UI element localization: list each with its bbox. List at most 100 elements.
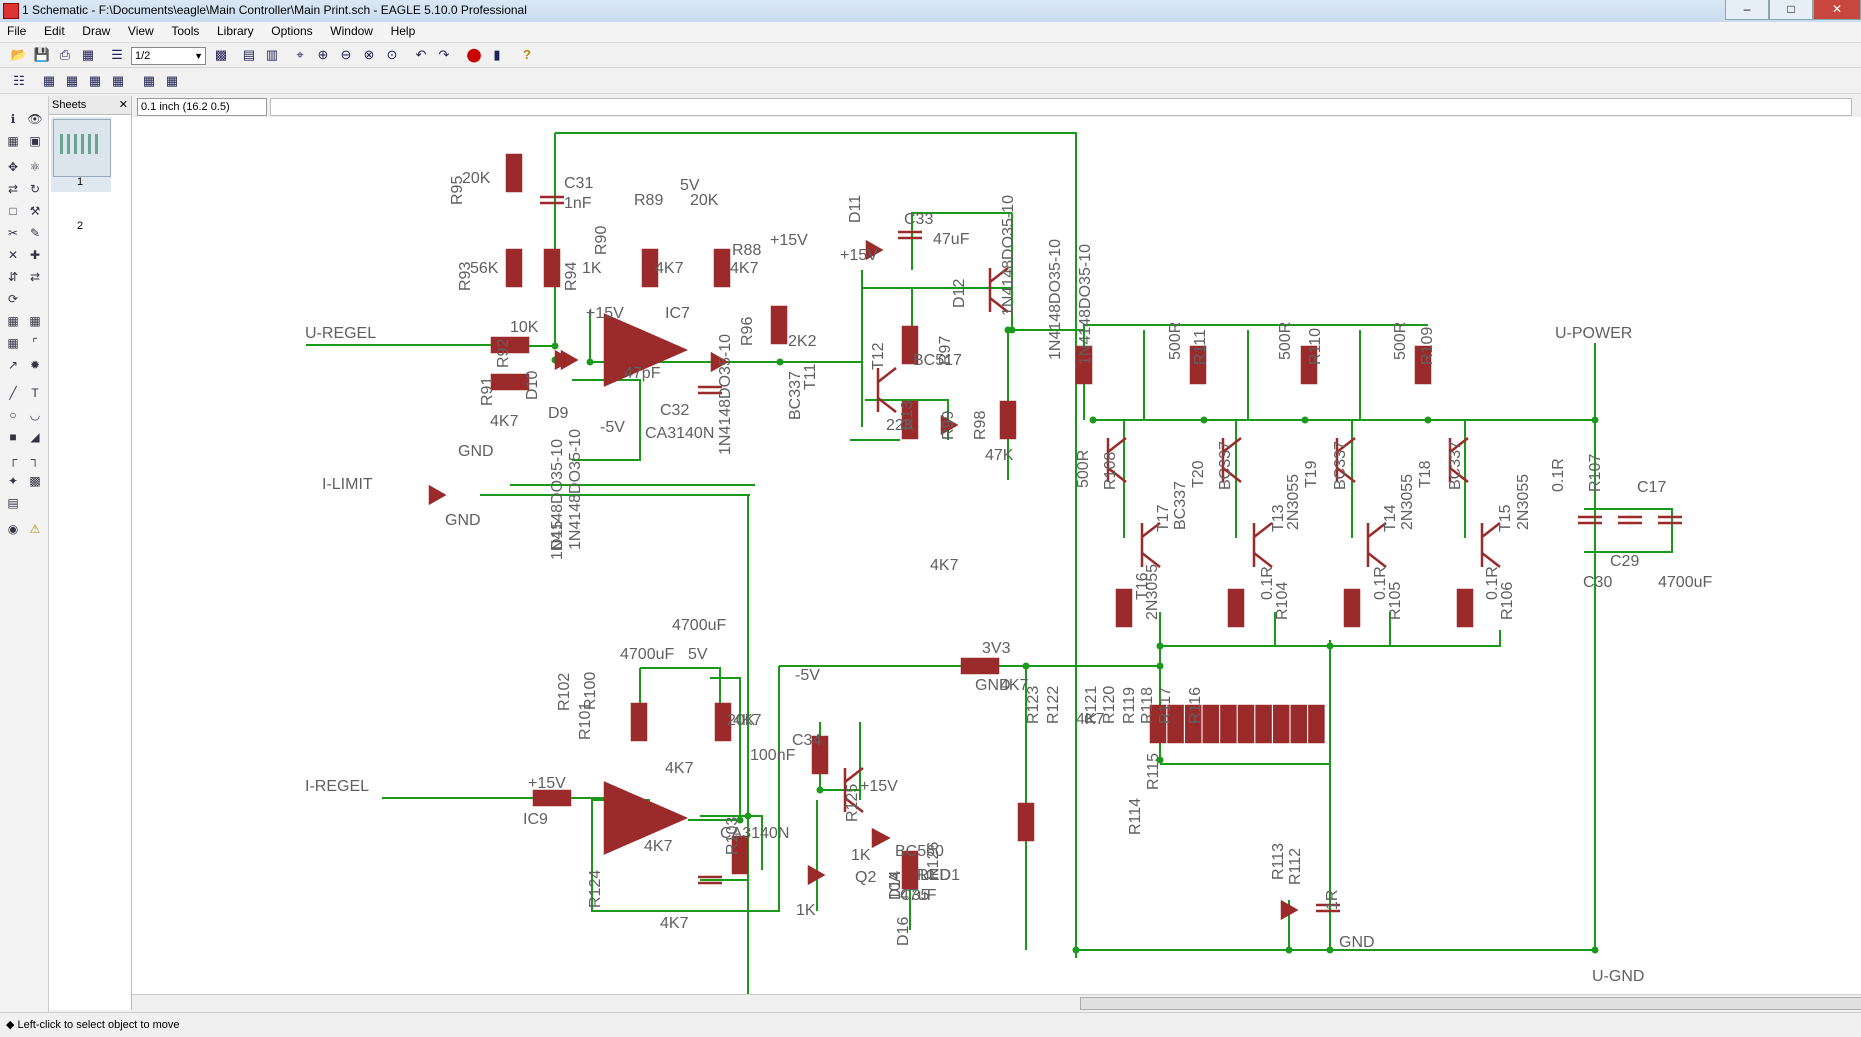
schematic-label: D15 xyxy=(549,521,566,550)
close-icon[interactable]: ✕ xyxy=(118,99,128,111)
schematic-label: 4K7 xyxy=(1076,711,1105,728)
library-icon[interactable]: ▩ xyxy=(214,47,228,62)
layout-4-icon[interactable]: ▦ xyxy=(111,73,125,88)
junction-icon[interactable]: ✦ xyxy=(7,474,19,488)
transistor-emitter-7 xyxy=(1253,552,1273,568)
polygon-icon[interactable]: ◢ xyxy=(30,430,40,444)
add-icon[interactable]: ✚ xyxy=(29,248,41,262)
schematic-label: 2N3055 xyxy=(1285,474,1302,530)
display-icon[interactable]: ▦ xyxy=(7,134,19,148)
layout-3-icon[interactable]: ▦ xyxy=(88,73,102,88)
schematic-label: D10 xyxy=(524,371,541,400)
rect-icon[interactable]: ■ xyxy=(9,430,17,444)
menu-help[interactable]: Help xyxy=(390,24,416,38)
zoom-area-icon[interactable]: ⊙ xyxy=(386,47,398,62)
schematic-label: GND xyxy=(1339,934,1375,951)
label-icon[interactable]: ▩ xyxy=(29,474,41,488)
schematic-label: R118 xyxy=(1139,687,1156,724)
stop-icon[interactable]: ⬤ xyxy=(466,47,482,62)
show-icon[interactable]: 👁 xyxy=(27,112,43,126)
cut-icon[interactable]: ✂ xyxy=(7,226,19,240)
bus-icon[interactable]: ┌ xyxy=(8,452,18,466)
zoom-select[interactable]: 1/2▼ xyxy=(131,47,206,65)
erc-icon[interactable]: ◉ xyxy=(7,522,19,536)
change-icon[interactable]: ⚒ xyxy=(29,204,41,218)
menu-tools[interactable]: Tools xyxy=(171,24,200,38)
text-icon[interactable]: T xyxy=(31,386,39,400)
zoom-in-icon[interactable]: ⊕ xyxy=(317,47,329,62)
cam-icon[interactable]: ▦ xyxy=(81,47,95,62)
schematic-label: R126 xyxy=(925,842,942,880)
wire-icon[interactable]: ╱ xyxy=(9,386,17,400)
replace-icon[interactable]: ⟳ xyxy=(7,292,19,306)
smash-icon[interactable]: ▦ xyxy=(7,336,19,350)
grid-icon[interactable]: ☷ xyxy=(13,73,25,88)
value-icon[interactable]: ▦ xyxy=(29,314,41,328)
zoom-out-icon[interactable]: ⊖ xyxy=(340,47,352,62)
mark-icon[interactable]: ▣ xyxy=(29,134,41,148)
command-line-input[interactable] xyxy=(270,98,1852,116)
horizontal-scrollbar[interactable] xyxy=(132,994,1861,1011)
scr-icon[interactable]: ▤ xyxy=(242,47,256,62)
menu-library[interactable]: Library xyxy=(216,24,254,38)
resistor-1 xyxy=(505,248,523,288)
mirror-icon[interactable]: ⇄ xyxy=(7,182,19,196)
go-icon[interactable]: ▮ xyxy=(493,47,501,62)
sheet-item-1[interactable]: 1 xyxy=(77,176,84,188)
schematic-label: R119 xyxy=(1121,687,1138,724)
copy-icon[interactable]: ⚛ xyxy=(29,160,41,174)
pinswap-icon[interactable]: ⇵ xyxy=(7,270,19,284)
schematic-label: 4700uF xyxy=(1658,574,1712,591)
layout-2-icon[interactable]: ▦ xyxy=(65,73,79,88)
menu-edit[interactable]: Edit xyxy=(43,24,65,38)
net-icon[interactable]: ┐ xyxy=(30,452,40,466)
maximize-button[interactable]: □ xyxy=(1769,0,1813,20)
menu-file[interactable]: File xyxy=(7,24,27,38)
zoom-fit-icon[interactable]: ⌖ xyxy=(296,47,304,62)
menu-options[interactable]: Options xyxy=(271,24,313,38)
invoke-icon[interactable]: ✹ xyxy=(29,358,41,372)
sheet-thumbnail[interactable] xyxy=(53,119,111,177)
layout-1-icon[interactable]: ▦ xyxy=(42,73,56,88)
menu-view[interactable]: View xyxy=(127,24,154,38)
miter-icon[interactable]: ⌜ xyxy=(32,336,38,350)
script-icon[interactable]: ☰ xyxy=(111,47,123,62)
split-icon[interactable]: ↗ xyxy=(7,358,19,372)
layout-5-icon[interactable]: ▦ xyxy=(142,73,156,88)
rotate-icon[interactable]: ↻ xyxy=(29,182,41,196)
save-icon[interactable]: 💾 xyxy=(33,47,51,62)
minimize-button[interactable]: – xyxy=(1725,0,1769,20)
paste-icon[interactable]: ✎ xyxy=(29,226,41,240)
group-icon[interactable]: □ xyxy=(9,204,17,218)
schematic-label: +15V xyxy=(528,775,566,792)
schematic-label: 47K xyxy=(985,447,1014,464)
layout-6-icon[interactable]: ▦ xyxy=(165,73,179,88)
undo-icon[interactable]: ↶ xyxy=(415,47,427,62)
schematic-label: R92 xyxy=(495,339,512,368)
help-icon[interactable]: ? xyxy=(523,47,531,62)
info-icon[interactable]: ℹ xyxy=(10,112,16,126)
name-icon[interactable]: ▦ xyxy=(7,314,19,328)
redo-icon[interactable]: ↷ xyxy=(438,47,450,62)
zoom-redraw-icon[interactable]: ⊗ xyxy=(363,47,375,62)
print-icon[interactable]: ⎙ xyxy=(59,47,71,62)
errors-icon[interactable]: ⚠ xyxy=(29,522,41,536)
sheet-item-2[interactable]: 2 xyxy=(77,220,84,232)
attribute-icon[interactable]: ▤ xyxy=(7,496,19,510)
circle-icon[interactable]: ○ xyxy=(9,408,17,422)
delete-icon[interactable]: ✕ xyxy=(7,248,19,262)
arc-icon[interactable]: ◡ xyxy=(29,408,41,422)
eagle-app-icon xyxy=(3,3,19,19)
ulp-icon[interactable]: ▥ xyxy=(265,47,279,62)
scroll-thumb[interactable] xyxy=(1080,997,1861,1010)
wire-32 xyxy=(1584,508,1673,553)
gateswap-icon[interactable]: ⇄ xyxy=(29,270,41,284)
schematic-label: R95 xyxy=(449,176,466,205)
menu-draw[interactable]: Draw xyxy=(82,24,111,38)
close-button[interactable]: ✕ xyxy=(1813,0,1861,20)
move-icon[interactable]: ✥ xyxy=(7,160,19,174)
open-icon[interactable]: 📂 xyxy=(10,47,28,62)
menu-window[interactable]: Window xyxy=(330,24,373,38)
